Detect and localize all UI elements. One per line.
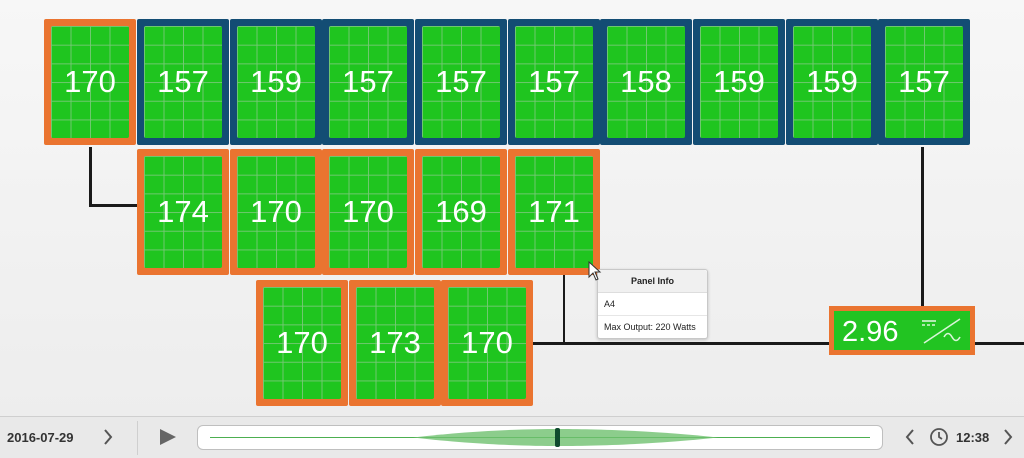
- panel-cells: [700, 26, 778, 138]
- panel-cells: [885, 26, 963, 138]
- panel-output: 170: [342, 194, 394, 229]
- date-label: 2016-07-29: [7, 430, 74, 445]
- tooltip-title: Panel Info: [598, 270, 707, 293]
- chevron-right-icon[interactable]: [102, 427, 114, 447]
- panel-output: 157: [157, 64, 209, 99]
- panel-output: 170: [276, 325, 328, 360]
- clock-icon[interactable]: [929, 427, 949, 447]
- divider: [137, 421, 138, 455]
- panel-output: 159: [250, 64, 302, 99]
- panel-output: 159: [806, 64, 858, 99]
- solar-panel[interactable]: 170: [441, 280, 533, 406]
- wire: [89, 147, 92, 206]
- time-label: 12:38: [956, 430, 990, 445]
- panel-cells: [515, 156, 593, 268]
- solar-panel[interactable]: 173: [349, 280, 441, 406]
- panel-cells: [144, 156, 222, 268]
- solar-panel[interactable]: 170: [322, 149, 414, 275]
- play-icon[interactable]: [158, 427, 178, 447]
- panel-layout-canvas: 170 157 159 157 157 157 158 159 159 157 …: [0, 0, 1024, 416]
- solar-panel[interactable]: 157: [322, 19, 414, 145]
- solar-panel[interactable]: 159: [693, 19, 785, 145]
- panel-cells: [422, 26, 500, 138]
- solar-panel[interactable]: 171: [508, 149, 600, 275]
- chevron-right-icon[interactable]: [1002, 427, 1014, 447]
- panel-info-tooltip: Panel Info A4 Max Output: 220 Watts: [597, 269, 708, 339]
- panel-output: 158: [620, 64, 672, 99]
- panel-output: 157: [435, 64, 487, 99]
- tooltip-max-output: Max Output: 220 Watts: [604, 322, 696, 332]
- panel-output: 170: [461, 325, 513, 360]
- panel-cells: [607, 26, 685, 138]
- panel-cells: [515, 26, 593, 138]
- panel-output: 159: [713, 64, 765, 99]
- inverter-face: 2.96: [834, 311, 970, 350]
- panel-output: 170: [250, 194, 302, 229]
- wire: [563, 274, 565, 344]
- panel-cells: [51, 26, 129, 138]
- timeline-graph: [210, 429, 870, 446]
- panel-cells: [237, 156, 315, 268]
- panel-output: 157: [898, 64, 950, 99]
- solar-panel[interactable]: 170: [256, 280, 348, 406]
- panel-cells: [356, 287, 434, 399]
- solar-panel[interactable]: 159: [230, 19, 322, 145]
- panel-output: 157: [528, 64, 580, 99]
- chevron-left-icon[interactable]: [904, 427, 916, 447]
- panel-output: 169: [435, 194, 487, 229]
- wire: [921, 147, 924, 307]
- panel-cells: [329, 26, 407, 138]
- mouse-cursor-icon: [588, 261, 602, 281]
- panel-output: 157: [342, 64, 394, 99]
- solar-panel[interactable]: 157: [508, 19, 600, 145]
- solar-panel[interactable]: 170: [44, 19, 136, 145]
- solar-panel[interactable]: 157: [415, 19, 507, 145]
- panel-cells: [448, 287, 526, 399]
- wire: [89, 204, 139, 207]
- solar-panel[interactable]: 159: [786, 19, 878, 145]
- timeline-scrubber[interactable]: [197, 425, 883, 450]
- dc-ac-inverter-icon: [922, 318, 961, 344]
- solar-panel[interactable]: 157: [878, 19, 970, 145]
- solar-panel[interactable]: 174: [137, 149, 229, 275]
- panel-output: 174: [157, 194, 209, 229]
- panel-output: 170: [64, 64, 116, 99]
- solar-panel[interactable]: 170: [230, 149, 322, 275]
- solar-panel[interactable]: 158: [600, 19, 692, 145]
- inverter-box[interactable]: 2.96: [829, 306, 975, 355]
- panel-cells: [422, 156, 500, 268]
- panel-output: 171: [528, 194, 580, 229]
- panel-cells: [237, 26, 315, 138]
- tooltip-panel-id: A4: [598, 293, 707, 316]
- timeline-playhead[interactable]: [555, 428, 560, 447]
- inverter-output: 2.96: [842, 316, 899, 348]
- panel-cells: [793, 26, 871, 138]
- wire: [531, 342, 831, 345]
- solar-panel[interactable]: 169: [415, 149, 507, 275]
- panel-cells: [263, 287, 341, 399]
- solar-panel[interactable]: 157: [137, 19, 229, 145]
- wire: [974, 342, 1024, 345]
- panel-cells: [329, 156, 407, 268]
- panel-cells: [144, 26, 222, 138]
- panel-output: 173: [369, 325, 421, 360]
- playback-bar: 2016-07-29 12:38: [0, 416, 1024, 458]
